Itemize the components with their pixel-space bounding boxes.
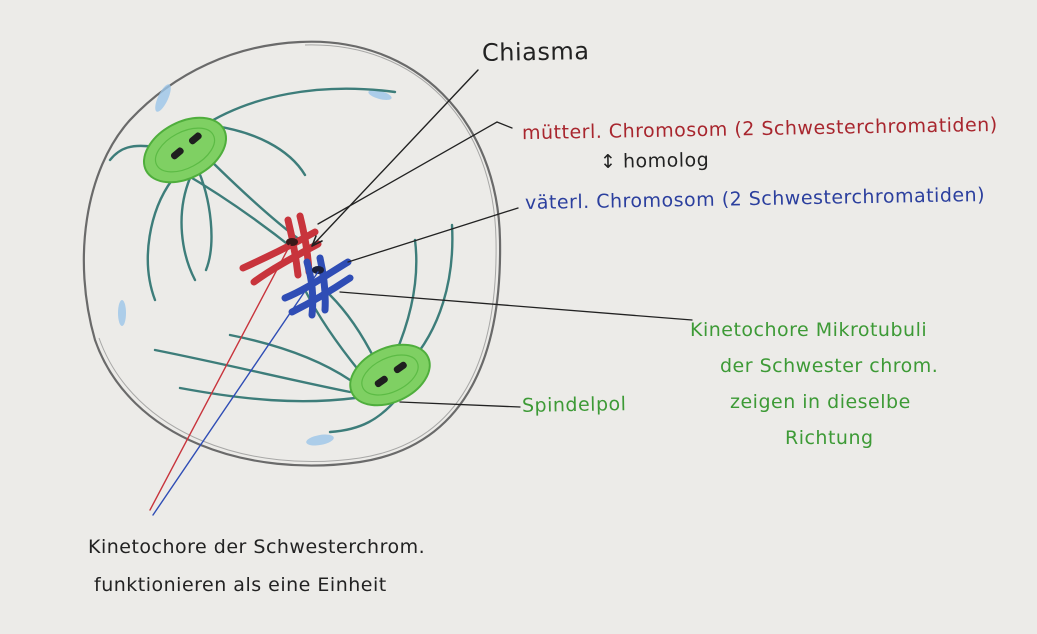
spindle-pole-label: Spindelpol: [521, 393, 627, 417]
cytoplasm-patch: [118, 300, 126, 326]
spindle-pole-lower: [349, 343, 431, 407]
kinetochore-mt-pointer: [339, 291, 693, 321]
kinetochore-mt-line: Kinetochore Mikrotubuli: [690, 319, 928, 341]
paternal-chromosome: [281, 254, 354, 319]
homolog-label: ↕ homolog: [599, 149, 710, 173]
paternal-pointer: [347, 207, 519, 263]
spindle-pole-upper: [142, 116, 228, 184]
annotation-pointers: [149, 69, 693, 516]
kinetochore-unit-line: funktionieren als eine Einheit: [94, 574, 387, 596]
maternal-centromere: [286, 238, 298, 246]
spindle-pole-pointer: [399, 401, 521, 408]
kinetochore-unit-line: Kinetochore der Schwesterchrom.: [88, 536, 426, 558]
kinetochore-mt-line: zeigen in dieselbe: [730, 391, 911, 413]
cytoplasm-patch: [155, 84, 171, 112]
maternal-chromosome: [239, 212, 322, 286]
cytoplasm-patch: [368, 90, 392, 100]
chiasma-pointer: [311, 69, 479, 247]
cell-outline: [82, 40, 502, 467]
kinetochore-blue-line: [152, 271, 319, 516]
chiasma-arrowhead: [311, 235, 323, 247]
cytoplasm-patch: [306, 434, 334, 446]
cell-outline-retrace: [98, 44, 497, 463]
kinetochore-mt-line: der Schwester chrom.: [720, 355, 939, 377]
kinetochore-mt-line: Richtung: [785, 427, 874, 449]
spindle-microtubules-lower: [153, 223, 454, 434]
maternal-pointer: [317, 121, 513, 225]
spindle-microtubules-upper: [108, 87, 397, 302]
kinetochore-unit-label: Kinetochore der Schwesterchrom. funktion…: [88, 528, 425, 604]
kinetochore-mt-label: Kinetochore Mikrotubuli der Schwester ch…: [690, 312, 1020, 456]
chiasma-label: Chiasma: [481, 37, 590, 67]
paternal-centromere: [312, 266, 324, 274]
kinetochore-red-line: [149, 244, 291, 511]
